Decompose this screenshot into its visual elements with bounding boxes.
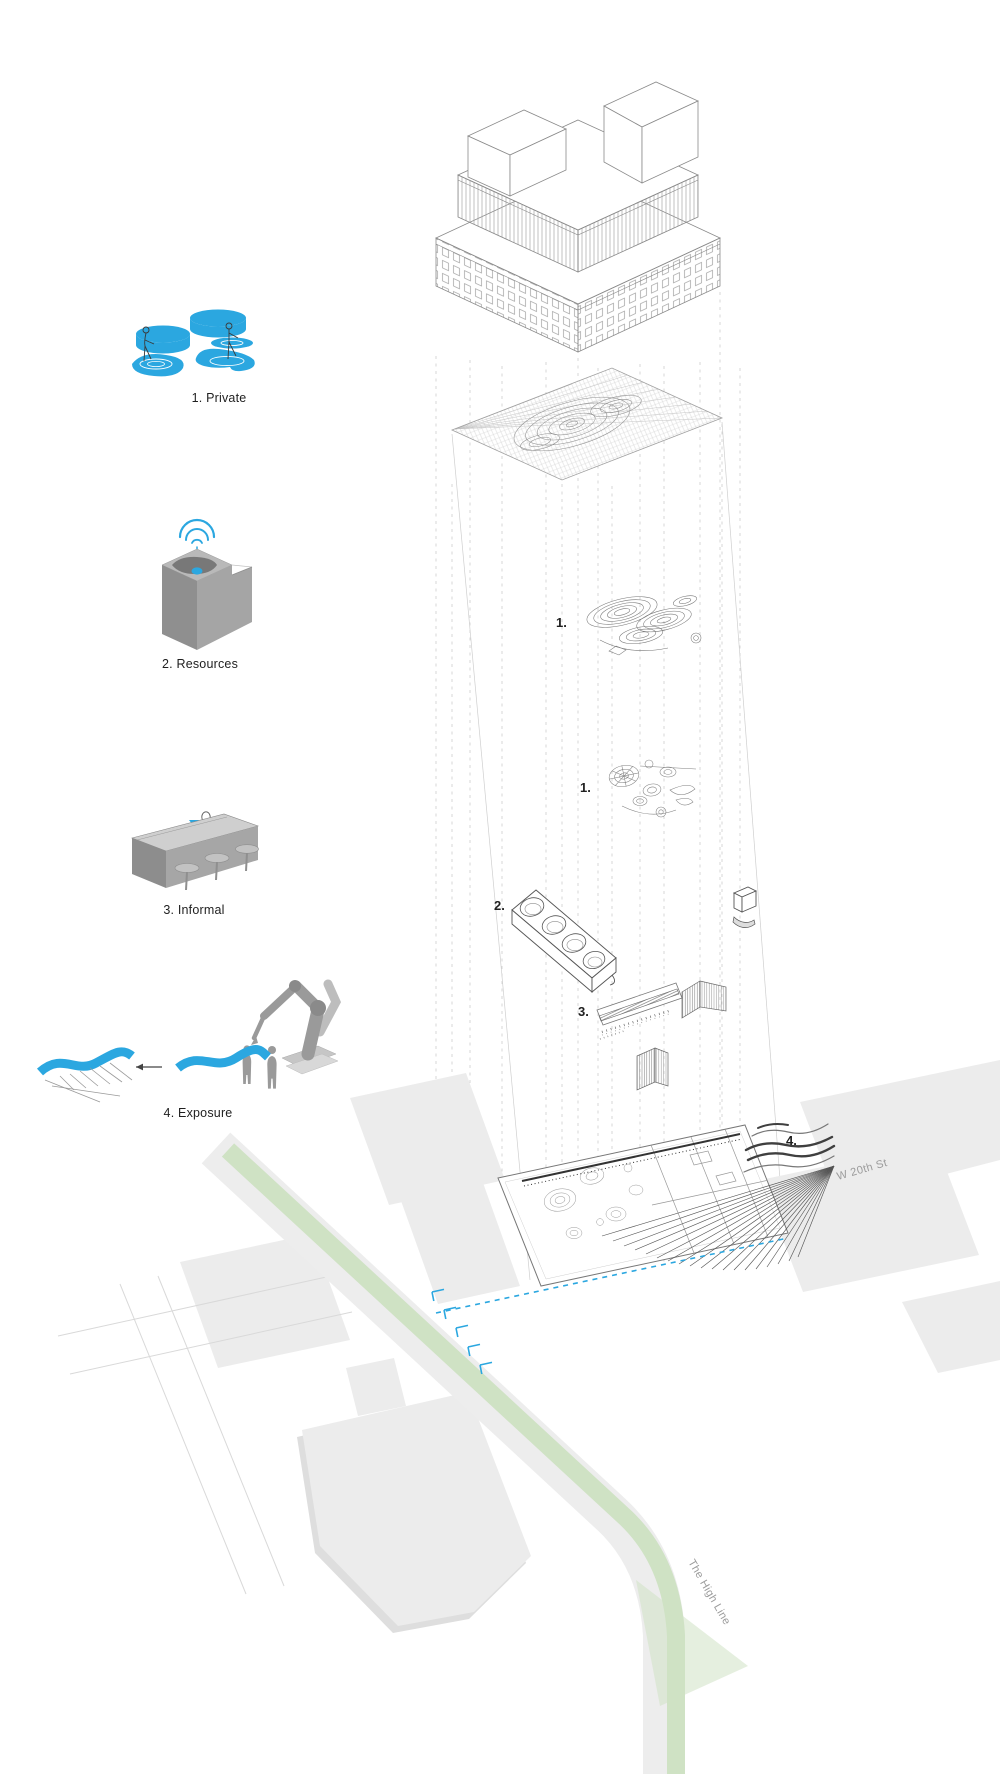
blue-clip-marks: [431, 1288, 493, 1375]
canopy-fan-lines: [601, 1165, 835, 1271]
callout-planting: 1.: [580, 780, 591, 795]
callout-informal-bar: 3.: [578, 1004, 589, 1019]
high-line-band: [201, 1132, 748, 1774]
legend: 1. Private 2. Resources: [36, 309, 342, 1120]
callout-planter-bench: 2.: [494, 898, 505, 913]
exposure-robot-icon: [36, 979, 342, 1103]
plan-bar-edge: [521, 1133, 741, 1182]
callout-mesh-garden: 1.: [556, 615, 567, 630]
planting-layer: [608, 759, 697, 818]
city-block: [346, 1358, 406, 1416]
city-block: [302, 1392, 531, 1626]
observer-figures: [242, 1045, 277, 1089]
city-block: [350, 1073, 505, 1205]
city-block: [400, 1180, 520, 1304]
building-axon: [435, 81, 721, 353]
city-block: [902, 1281, 1000, 1373]
high-line-flare: [636, 1580, 748, 1706]
stools: [174, 844, 259, 891]
guide-lines: [435, 292, 741, 1300]
planter-bench-layer: [511, 886, 758, 993]
legend-label-resources: 2. Resources: [162, 657, 238, 671]
street-lines: [57, 1273, 353, 1595]
plan-garden-swirls: [543, 1163, 644, 1239]
canopy-swirls: [513, 394, 642, 452]
planter-accessory-box: [732, 886, 758, 928]
bar-layer: [596, 982, 683, 1040]
private-pods-icon: [132, 309, 255, 377]
highline-label: The High Line: [685, 1558, 732, 1628]
city-block: [180, 1234, 350, 1368]
ribbon-ribs: [44, 1062, 133, 1103]
project-block-plan: [497, 1124, 789, 1287]
legend-label-private: 1. Private: [192, 391, 247, 405]
mesh-canopy-layer: [450, 367, 724, 481]
left-arrow-icon: [136, 1063, 143, 1071]
legend-label-exposure: 4. Exposure: [164, 1106, 233, 1120]
rooftop-boxes: [467, 81, 699, 197]
legend-label-informal: 3. Informal: [163, 903, 224, 917]
swirl-garden-layer: [586, 595, 702, 656]
callout-exposure-canopy: 4.: [786, 1133, 797, 1148]
resources-block-icon: [161, 518, 253, 650]
robot-arm: [251, 979, 342, 1061]
informal-bar-icon: [131, 811, 260, 891]
projection-lines: [451, 421, 785, 1281]
seated-figures: [142, 322, 239, 362]
exposure-canopy-layer: [601, 1123, 836, 1271]
curtain-panels: [636, 980, 727, 1091]
site-plan: 4. W 20th St The High Line: [57, 1060, 1000, 1774]
city-block: [760, 1143, 979, 1292]
